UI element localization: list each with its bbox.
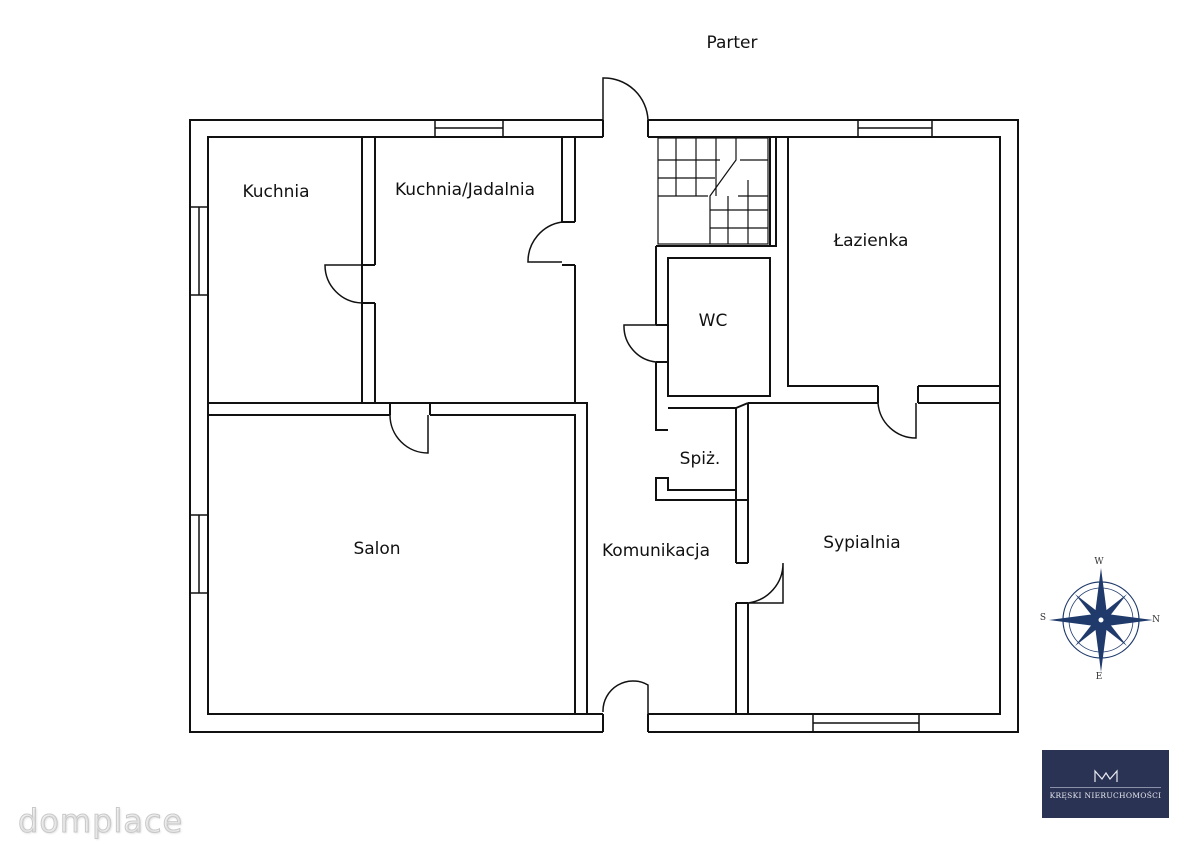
windows — [189, 119, 933, 733]
compass-label-n: N — [1152, 615, 1160, 625]
agency-logo: KRĘSKI NIERUCHOMOŚCI — [1042, 750, 1169, 818]
logo-mark-icon — [1093, 768, 1118, 782]
logo-text: KRĘSKI NIERUCHOMOŚCI — [1049, 786, 1162, 800]
room-label-wc: WC — [698, 311, 728, 331]
compass-label-w: W — [1094, 557, 1104, 567]
doors — [324, 77, 917, 732]
room-wc-outline — [667, 257, 771, 397]
outer-wall-inner — [207, 136, 1001, 715]
compass-label-e: E — [1095, 672, 1103, 682]
compass-rose — [1049, 568, 1153, 672]
outer-wall — [189, 119, 1019, 733]
room-label-kuchnia-jadalnia: Kuchnia/Jadalnia — [394, 180, 536, 200]
room-kuchnia-outline — [207, 136, 363, 404]
room-label-spiz: Spiż. — [679, 449, 721, 469]
floor-title: Parter — [706, 33, 758, 53]
room-sypialnia-outline — [735, 402, 1000, 714]
room-lazienka-outline — [770, 137, 1000, 387]
room-salon-outline — [208, 402, 588, 714]
compass-label-s: S — [1039, 613, 1047, 623]
watermark: domplace — [17, 802, 184, 841]
room-label-salon: Salon — [353, 539, 401, 559]
room-label-sypialnia: Sypialnia — [823, 533, 901, 553]
room-label-komunikacja: Komunikacja — [602, 541, 710, 561]
room-kuchnia-jadalnia-outline — [374, 137, 576, 404]
room-label-lazienka: Łazienka — [833, 231, 909, 251]
staircase — [657, 137, 769, 245]
room-label-kuchnia: Kuchnia — [242, 182, 310, 202]
